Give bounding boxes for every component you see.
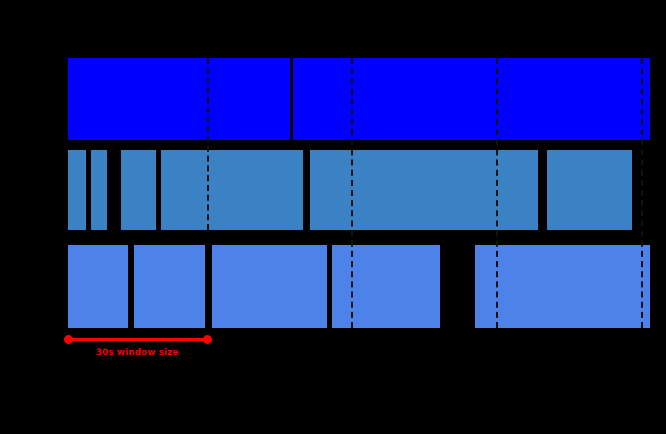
measure-cap-right-icon	[203, 335, 212, 344]
timeline-segment	[134, 245, 205, 328]
timeline-segment	[293, 58, 650, 140]
timeline-segment	[332, 245, 440, 328]
timeline-segment	[68, 58, 290, 140]
timeline-segment	[68, 245, 128, 328]
window-size-label: 30s window size	[96, 348, 179, 358]
measure-cap-left-icon	[64, 335, 73, 344]
timeline-segment	[547, 150, 632, 230]
timeline-segment	[161, 150, 303, 230]
timeline-segment	[121, 150, 156, 230]
timeline-segment	[68, 150, 86, 230]
timeline-segment	[475, 245, 650, 328]
window-size-measure-line	[68, 338, 207, 341]
timeline-segment	[212, 245, 327, 328]
timeline-segment	[91, 150, 107, 230]
timeline-segment	[310, 150, 538, 230]
